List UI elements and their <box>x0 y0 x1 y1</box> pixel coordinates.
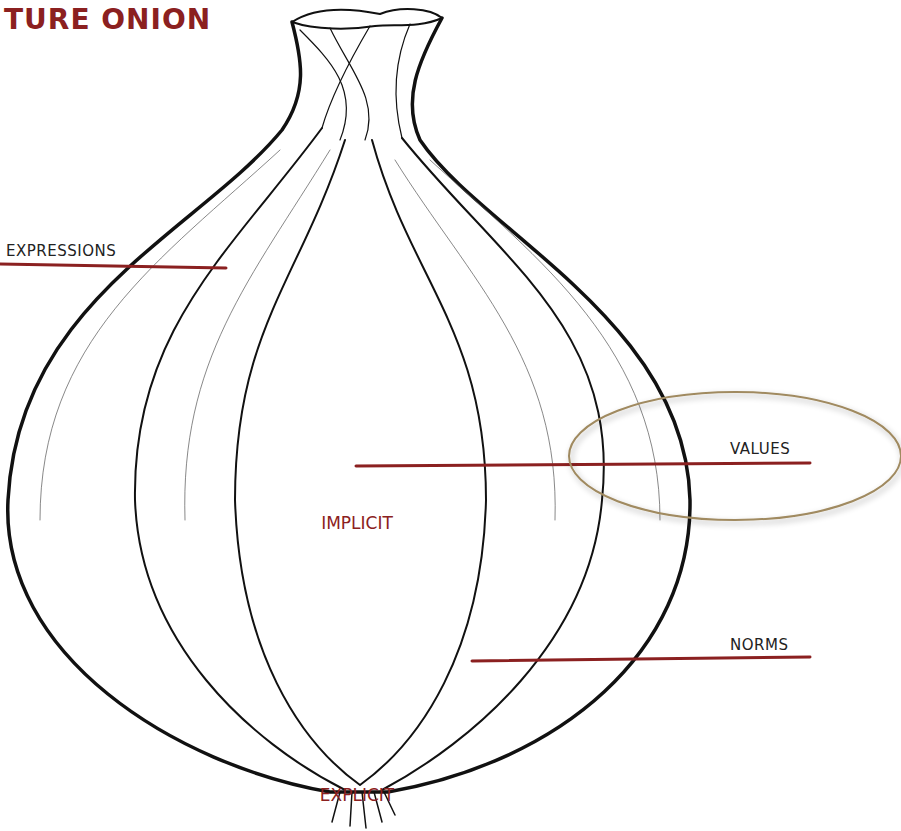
depth-label: IMPLICIT <box>321 515 393 532</box>
layer-label: VALUES <box>730 442 790 457</box>
layer-label: NORMS <box>730 638 788 653</box>
layer-label: EXPRESSIONS <box>6 244 116 259</box>
diagram-title: TURE ONION <box>4 6 211 34</box>
depth-label: EXPLICIT <box>320 787 394 804</box>
